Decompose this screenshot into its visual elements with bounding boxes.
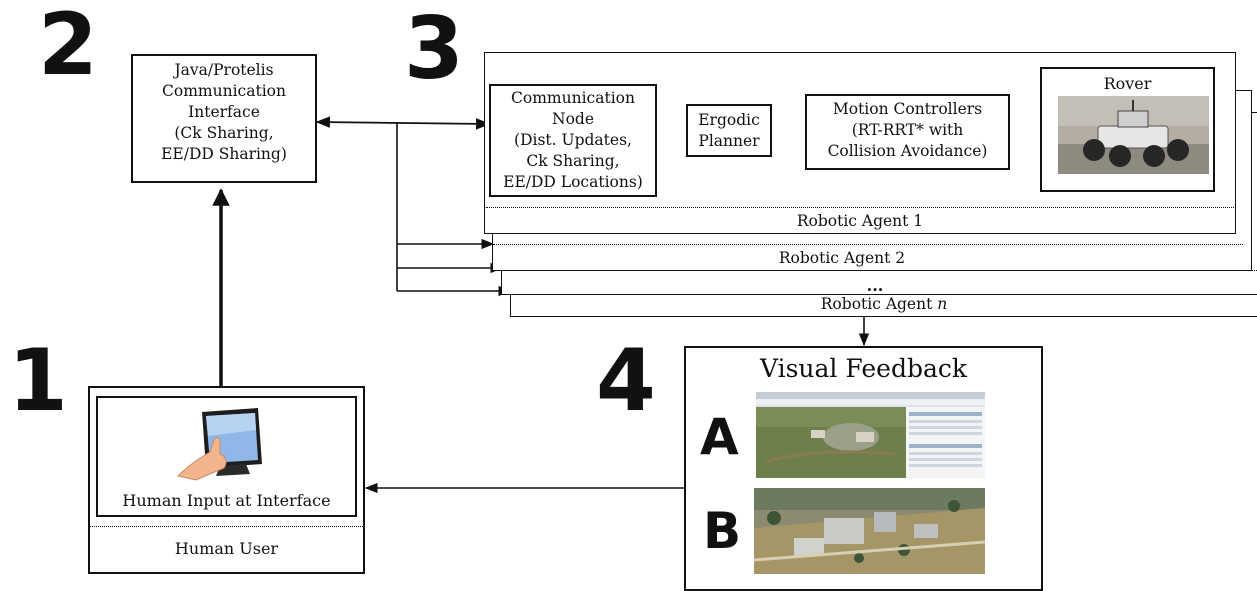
human-user-label: Human User	[174, 539, 279, 558]
ergodic-line: Planner	[698, 132, 760, 150]
feedback-aerial-image-b	[754, 488, 985, 574]
ergodic-line: Ergodic	[698, 111, 760, 129]
human-separator	[90, 526, 363, 527]
comm-node-line: EE/DD Locations)	[503, 173, 643, 191]
robotic-agent-1-label: Robotic Agent 1	[796, 212, 924, 230]
motion-line: Motion Controllers	[832, 100, 983, 118]
comm-node-line: Node	[552, 110, 594, 128]
communication-node-box: Communication Node (Dist. Updates, Ck Sh…	[489, 84, 657, 197]
comm-node-line: Ck Sharing,	[526, 152, 620, 170]
feedback-label-b: B	[703, 502, 742, 560]
robotic-agent-2-label: Robotic Agent 2	[778, 249, 906, 267]
motion-controllers-box: Motion Controllers (RT-RRT* with Collisi…	[805, 94, 1010, 170]
step-number-3: 3	[404, 0, 464, 99]
visual-feedback-title: Visual Feedback	[759, 354, 968, 383]
comm-interface-line: (Ck Sharing,	[174, 124, 274, 142]
agent-1-separator	[486, 207, 1234, 208]
ergodic-planner-box: Ergodic Planner	[686, 104, 772, 157]
step-number-2: 2	[38, 0, 98, 95]
rover-box: Rover	[1040, 67, 1215, 192]
rover-photo	[1058, 96, 1209, 174]
comm-interface-line: Java/Protelis	[174, 61, 274, 79]
human-user-box: Human Input at Interface Human User	[88, 386, 365, 574]
comm-interface-line: Interface	[188, 103, 260, 121]
tablet-touch-icon	[177, 408, 262, 481]
feedback-screenshot-a	[756, 392, 985, 478]
comm-interface-box: Java/Protelis Communication Interface (C…	[131, 54, 317, 183]
motion-line: Collision Avoidance)	[827, 142, 988, 160]
agent-2-separator	[493, 244, 1243, 245]
comm-interface-line: Communication	[162, 82, 286, 100]
comm-interface-line: EE/DD Sharing)	[161, 145, 287, 163]
step-number-4: 4	[596, 331, 656, 431]
step-number-1: 1	[8, 331, 68, 431]
comm-node-line: (Dist. Updates,	[514, 131, 632, 149]
human-input-box: Human Input at Interface	[96, 396, 357, 517]
motion-line: (RT-RRT* with	[851, 121, 964, 139]
feedback-label-a: A	[700, 408, 739, 466]
rover-label: Rover	[1103, 74, 1152, 93]
arrow-interface-comm-node	[315, 116, 491, 130]
robotic-agent-n-label: Robotic Agent n	[820, 295, 948, 313]
agents-ellipsis: ...	[866, 276, 884, 295]
comm-node-line: Communication	[511, 89, 635, 107]
human-input-label: Human Input at Interface	[122, 491, 331, 510]
